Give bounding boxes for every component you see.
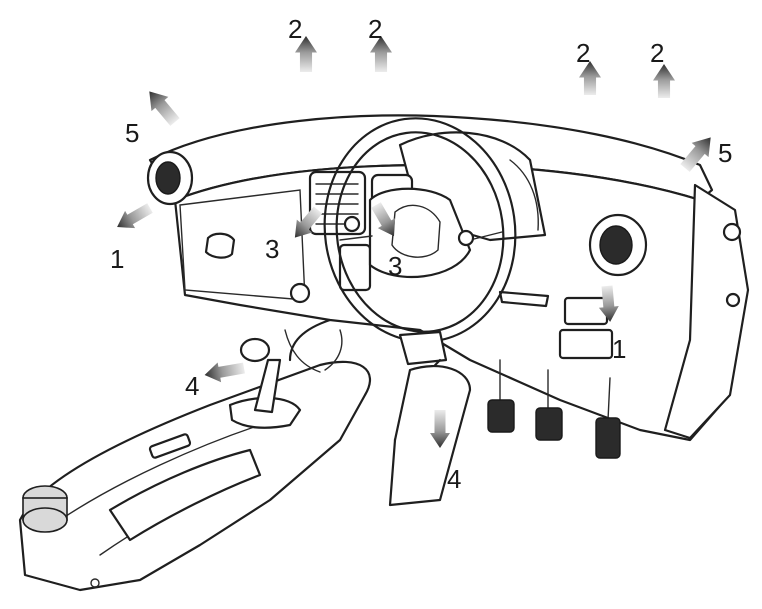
pedals	[487, 359, 621, 459]
airflow-arrow-5-left	[149, 91, 180, 126]
callout-2-d: 2	[650, 38, 664, 68]
callout-1-right: 1	[612, 334, 626, 364]
airflow-arrow-2c	[579, 61, 601, 95]
airflow-arrow-5-right	[680, 137, 711, 172]
callout-2-c: 2	[576, 38, 590, 68]
airflow-arrow-1-left	[117, 203, 153, 229]
callout-2-b: 2	[368, 14, 382, 44]
airflow-arrow-2d	[653, 64, 675, 98]
callout-3-right: 3	[388, 251, 402, 281]
airflow-arrow-3-right	[371, 202, 396, 237]
airflow-arrow-4-front	[204, 362, 245, 383]
airflow-arrow-2a	[295, 36, 317, 72]
airflow-arrow-1-right	[598, 285, 619, 322]
callout-2-a: 2	[288, 14, 302, 44]
centre-console	[18, 329, 372, 592]
callout-4-driver: 4	[447, 464, 461, 494]
airflow-arrow-4-driver	[430, 410, 450, 448]
dashboard-outline	[146, 114, 750, 442]
airflow-arrow-3-left	[294, 206, 323, 238]
floor-and-tunnel	[288, 318, 472, 507]
callout-5-right: 5	[718, 138, 732, 168]
callout-labels: 1 1 2 2 2 2 3 3 4 4 5 5	[110, 14, 732, 494]
callout-3-left: 3	[265, 234, 279, 264]
airflow-arrow-2b	[370, 36, 392, 72]
callout-4-front: 4	[185, 371, 199, 401]
airflow-arrows	[117, 36, 711, 448]
callout-5-left: 5	[125, 118, 139, 148]
callout-1-left: 1	[110, 244, 124, 274]
steering-wheel	[323, 117, 517, 366]
